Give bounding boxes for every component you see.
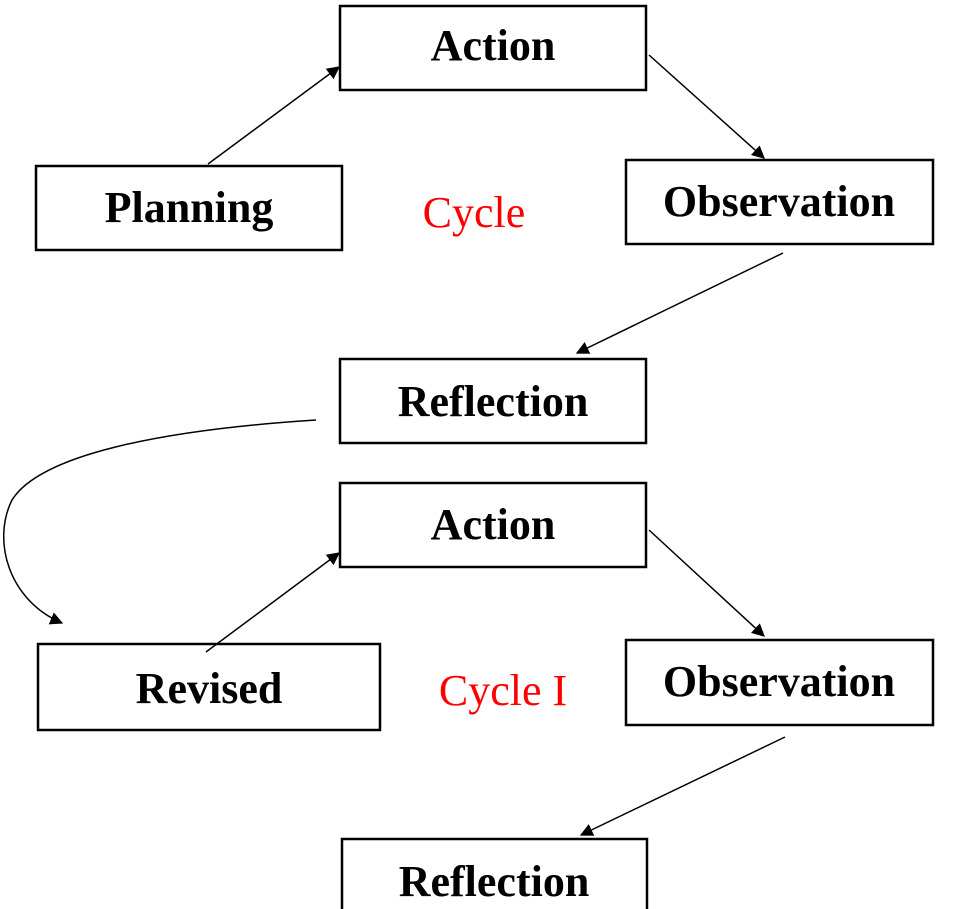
node-reflection-top-label: Reflection bbox=[398, 377, 589, 426]
arrow-observation-to-reflection bbox=[575, 252, 784, 354]
node-observation-bottom-label: Observation bbox=[663, 657, 895, 706]
arrow-revised-to-action bbox=[205, 552, 341, 653]
node-planning: Planning bbox=[34, 164, 344, 252]
node-action-top-label: Action bbox=[431, 21, 556, 70]
arrow-planning-to-action bbox=[207, 66, 341, 165]
cycle-bottom-label: Cycle I bbox=[439, 666, 567, 715]
node-reflection-bottom: Reflection bbox=[340, 837, 649, 909]
node-action-top: Action bbox=[338, 4, 648, 92]
arrow-observation-to-reflection-bottom bbox=[579, 736, 786, 836]
top-cycle: Action Planning Cycle Observation Reflec… bbox=[34, 4, 935, 445]
bottom-cycle: Action Revised Cycle I Observation Refle… bbox=[36, 481, 935, 909]
cycle-top-label: Cycle bbox=[423, 188, 526, 237]
node-observation-top: Observation bbox=[624, 158, 935, 246]
node-observation-bottom: Observation bbox=[624, 638, 935, 727]
arrow-action-to-observation-bottom bbox=[648, 529, 765, 637]
node-planning-label: Planning bbox=[105, 183, 274, 232]
arrow-action-to-observation bbox=[648, 54, 765, 159]
node-action-bottom: Action bbox=[338, 481, 648, 569]
arrow-reflection-to-revised bbox=[3, 419, 317, 625]
node-observation-top-label: Observation bbox=[663, 177, 895, 226]
node-revised: Revised bbox=[36, 642, 382, 732]
node-action-bottom-label: Action bbox=[431, 500, 556, 549]
node-reflection-bottom-label: Reflection bbox=[399, 857, 590, 906]
node-reflection-top: Reflection bbox=[338, 357, 648, 445]
node-revised-label: Revised bbox=[136, 664, 283, 713]
